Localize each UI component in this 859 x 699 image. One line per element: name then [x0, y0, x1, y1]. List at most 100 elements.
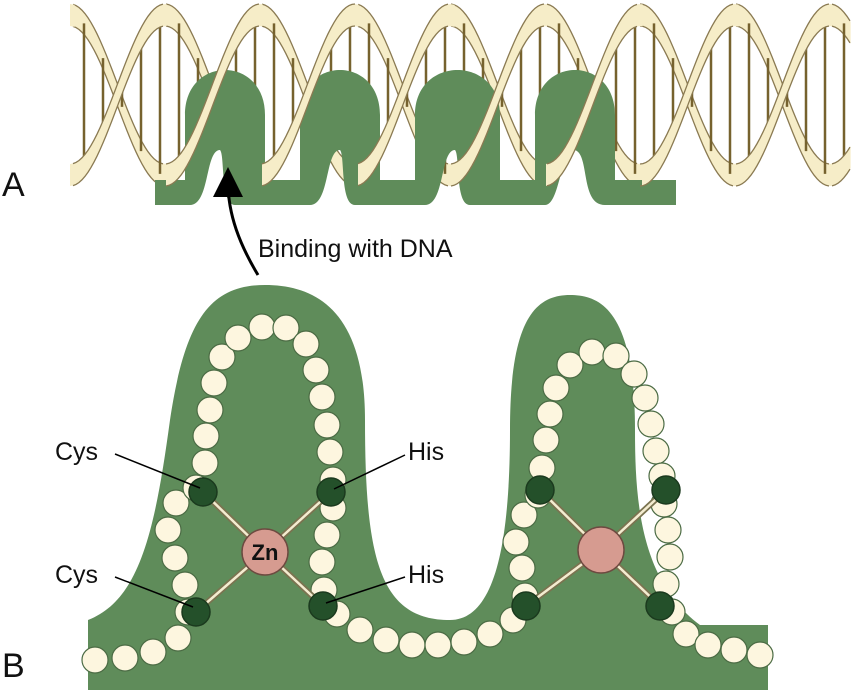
dna-ribbon-segment [742, 158, 747, 184]
dna-ribbon-edge [165, 25, 830, 187]
dna-ribbon-segment [82, 152, 87, 180]
dna-ribbon-segment [374, 140, 379, 171]
dna-ribbon-segment [714, 15, 719, 45]
dna-ribbon-segment [86, 146, 91, 176]
dna-ribbon-segment [722, 7, 727, 34]
amino-acid-bead [346, 616, 374, 644]
zinc-ion-label: Zn [252, 540, 279, 565]
dna-ribbon-segment [210, 78, 215, 113]
dna-ribbon-segment [502, 60, 507, 95]
amino-acid-bead [637, 410, 665, 438]
dna-ribbon-segment [370, 147, 375, 177]
dna-ribbon-segment [346, 4, 351, 30]
dna-ribbon-segment [674, 107, 679, 141]
amino-acid-bead [272, 314, 300, 342]
dna-ribbon-segment [438, 6, 443, 33]
dna-ribbon-segment [262, 162, 267, 186]
dna-ribbon-segment [278, 142, 283, 173]
panel-b-label: B [2, 647, 25, 685]
dna-ribbon-segment [334, 145, 339, 175]
dna-ribbon-segment [222, 48, 227, 82]
panel-a-label: A [2, 166, 25, 204]
dna-ribbon-segment [738, 4, 743, 29]
dna-ribbon-segment [454, 4, 459, 30]
dna-ribbon-segment [538, 4, 543, 29]
dna-ribbon-segment [814, 9, 819, 37]
dna-ribbon-segment [558, 150, 563, 179]
dna-ribbon-segment [834, 160, 839, 186]
dna-ribbon-segment [750, 147, 755, 177]
amino-acid-bead [532, 426, 560, 454]
amino-acid-bead [502, 528, 530, 556]
dna-ribbon-segment [150, 8, 155, 36]
dna-ribbon-segment [774, 61, 779, 96]
dna-ribbon-segment [298, 59, 303, 94]
dna-ribbon-segment [250, 5, 255, 31]
dna-ribbon-segment [334, 15, 339, 45]
dna-ribbon-segment [730, 4, 735, 28]
dna-ribbon-segment [262, 4, 267, 28]
dna-ribbon-segment [294, 49, 299, 83]
dna-ribbon-segment [482, 112, 487, 146]
dna-ribbon-segment [118, 70, 123, 105]
his-residue-lower [308, 591, 338, 621]
amino-acid-bead [631, 384, 659, 412]
dna-ribbon-segment [718, 10, 723, 39]
dna-ribbon-segment [406, 62, 411, 97]
amino-acid-bead [200, 369, 228, 397]
finger2-cys-lower [511, 591, 541, 621]
his-label-lower: His [408, 561, 444, 589]
dna-ribbon-segment [790, 103, 795, 138]
dna-ribbon-segment [690, 65, 695, 100]
dna-ribbon-segment [166, 4, 171, 28]
dna-ribbon-segment [70, 163, 75, 186]
dna-ribbon-segment [462, 152, 467, 180]
amino-acid-bead [694, 631, 722, 659]
dna-ribbon-segment [106, 102, 111, 136]
dna-ribbon-segment [562, 144, 567, 174]
dna-ribbon-segment [782, 73, 787, 108]
dna-ribbon-segment [742, 6, 747, 32]
dna-ribbon-segment [626, 7, 631, 35]
dna-ribbon-segment [834, 4, 839, 30]
amino-acid-bead [248, 313, 276, 341]
dna-ribbon-segment [266, 159, 271, 185]
dna-ribbon-segment [174, 156, 179, 183]
amino-acid-bead [313, 411, 341, 439]
dna-ribbon-segment [534, 5, 539, 32]
dna-ribbon-segment [826, 163, 831, 186]
dna-ribbon-segment [642, 4, 647, 28]
amino-acid-bead [620, 360, 648, 388]
dna-ribbon-segment [410, 103, 415, 138]
dna-ribbon-segment [238, 16, 243, 47]
dna-ribbon-segment [442, 4, 447, 29]
amino-acid-bead [164, 624, 192, 652]
dna-ribbon-segment [814, 153, 819, 181]
cys-residue-lower [181, 597, 211, 627]
dna-ribbon-segment [154, 5, 159, 32]
dna-ribbon-segment [694, 55, 699, 89]
dna-ribbon-segment [314, 55, 319, 89]
dna-ribbon-segment [746, 153, 751, 181]
dna-ribbon-segment [810, 14, 815, 43]
dna-ribbon-segment [546, 4, 551, 28]
dna-ribbon-segment [470, 138, 475, 170]
dna-ribbon-segment [126, 106, 131, 140]
dna-ribbon-segment [818, 6, 823, 33]
dna-ribbon-segment [338, 10, 343, 39]
dna-ribbon-segment [754, 19, 759, 50]
zinc-finger-domain [88, 285, 768, 690]
dna-ribbon-segment [162, 4, 167, 27]
dna-ribbon-segment [582, 99, 587, 134]
amino-acid-bead [139, 638, 167, 666]
dna-ribbon-segment [838, 6, 843, 33]
dna-ribbon-segment [446, 4, 451, 27]
dna-ribbon-segment [170, 5, 175, 30]
dna-ribbon-segment [390, 104, 395, 139]
dna-ribbon-segment [486, 54, 491, 88]
dna-front-strand [70, 3, 851, 187]
binding-caption: Binding with DNA [258, 235, 453, 263]
amino-acid-bead [162, 489, 190, 517]
dna-ribbon-segment [642, 162, 647, 186]
dna-ribbon-segment [682, 86, 687, 121]
